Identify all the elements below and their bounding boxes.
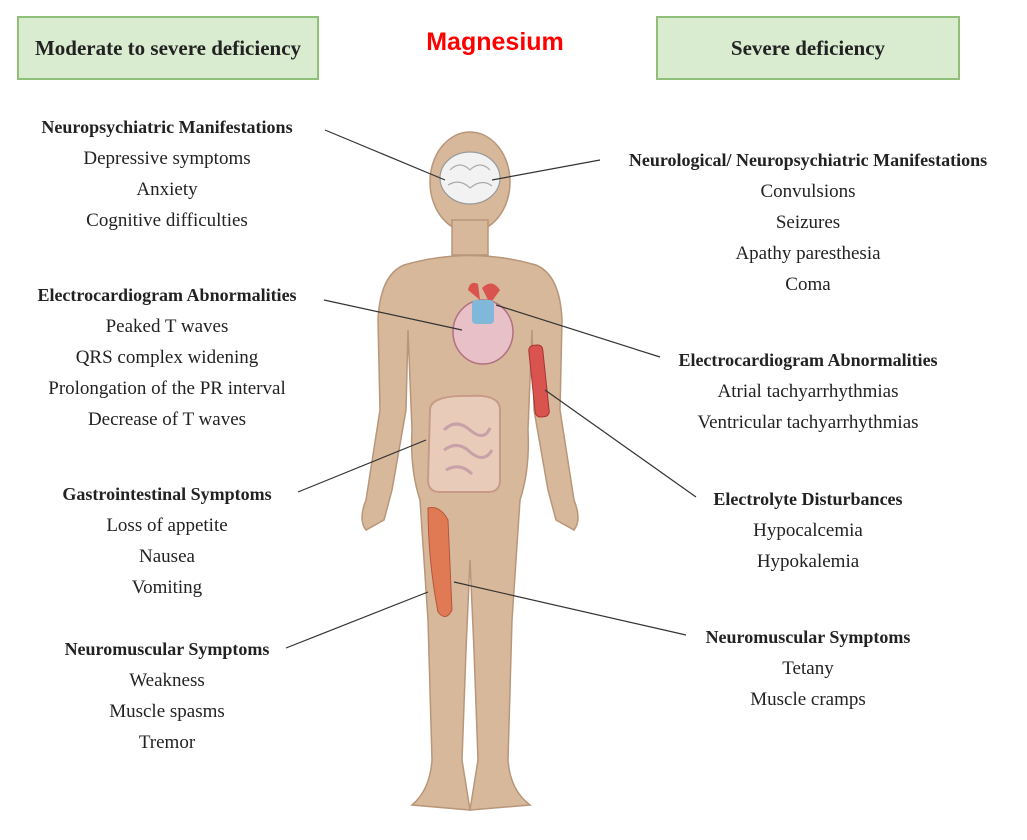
symptom-item: Apathy paresthesia	[735, 243, 881, 264]
left-group-ecg: Electrocardiogram Abnormalities Peaked T…	[12, 280, 322, 435]
symptom-item: Loss of appetite	[106, 515, 228, 536]
intestine-icon	[426, 394, 501, 493]
right-group-ecg: Electrocardiogram Abnormalities Atrial t…	[658, 345, 958, 438]
symptom-item: Nausea	[139, 546, 195, 567]
group-heading: Neuromuscular Symptoms	[705, 627, 911, 647]
arm-muscle-icon	[528, 344, 550, 418]
group-heading: Electrocardiogram Abnormalities	[678, 350, 938, 370]
group-heading: Neuromuscular Symptoms	[64, 639, 270, 659]
group-heading: Electrocardiogram Abnormalities	[37, 285, 297, 305]
symptom-item: Peaked T waves	[105, 316, 229, 337]
symptom-item: Anxiety	[136, 179, 198, 200]
symptom-item: Tremor	[138, 732, 196, 753]
symptom-item: Vomiting	[131, 577, 203, 598]
symptom-item: Coma	[785, 274, 831, 295]
thigh-muscle-icon	[427, 507, 453, 617]
right-group-neuromuscular: Neuromuscular Symptoms Tetany Muscle cra…	[678, 622, 938, 715]
left-group-neuromuscular: Neuromuscular Symptoms Weakness Muscle s…	[32, 634, 302, 758]
symptom-item: Weakness	[129, 670, 205, 691]
connector-lines	[285, 129, 697, 649]
symptom-item: Hypokalemia	[756, 551, 860, 572]
symptom-item: Seizures	[775, 212, 841, 233]
symptom-item: Ventricular tachyarrhythmias	[697, 412, 919, 433]
symptom-item: Prolongation of the PR interval	[48, 378, 286, 399]
left-header-box: Moderate to severe deficiency	[17, 16, 319, 80]
right-group-electrolyte: Electrolyte Disturbances Hypocalcemia Hy…	[688, 484, 928, 577]
heart-icon	[452, 282, 514, 365]
symptom-item: Cognitive difficulties	[86, 210, 248, 231]
right-header-label: Severe deficiency	[730, 35, 886, 60]
group-heading: Electrolyte Disturbances	[713, 489, 903, 509]
right-header-box: Severe deficiency	[656, 16, 960, 80]
symptom-item: Convulsions	[760, 181, 856, 202]
group-heading: Neuropsychiatric Manifestations	[41, 117, 293, 137]
left-group-gastrointestinal: Gastrointestinal Symptoms Loss of appeti…	[32, 479, 302, 603]
symptom-item: Muscle cramps	[750, 689, 866, 710]
symptom-item: Tetany	[782, 658, 834, 679]
human-body-silhouette	[361, 131, 579, 811]
diagram-title: Magnesium	[426, 28, 564, 56]
symptom-item: Decrease of T waves	[87, 409, 247, 430]
symptom-item: Depressive symptoms	[83, 148, 251, 169]
left-header-label: Moderate to severe deficiency	[34, 35, 302, 60]
right-group-neurological: Neurological/ Neuropsychiatric Manifesta…	[606, 145, 1010, 300]
symptom-item: Muscle spasms	[109, 701, 225, 722]
brain-icon	[439, 151, 501, 205]
symptom-item: QRS complex widening	[75, 347, 259, 368]
group-heading: Neurological/ Neuropsychiatric Manifesta…	[628, 150, 988, 170]
group-heading: Gastrointestinal Symptoms	[62, 484, 272, 504]
symptom-item: Hypocalcemia	[753, 520, 863, 541]
symptom-item: Atrial tachyarrhythmias	[717, 381, 899, 402]
left-group-neuropsychiatric: Neuropsychiatric Manifestations Depressi…	[22, 112, 312, 236]
